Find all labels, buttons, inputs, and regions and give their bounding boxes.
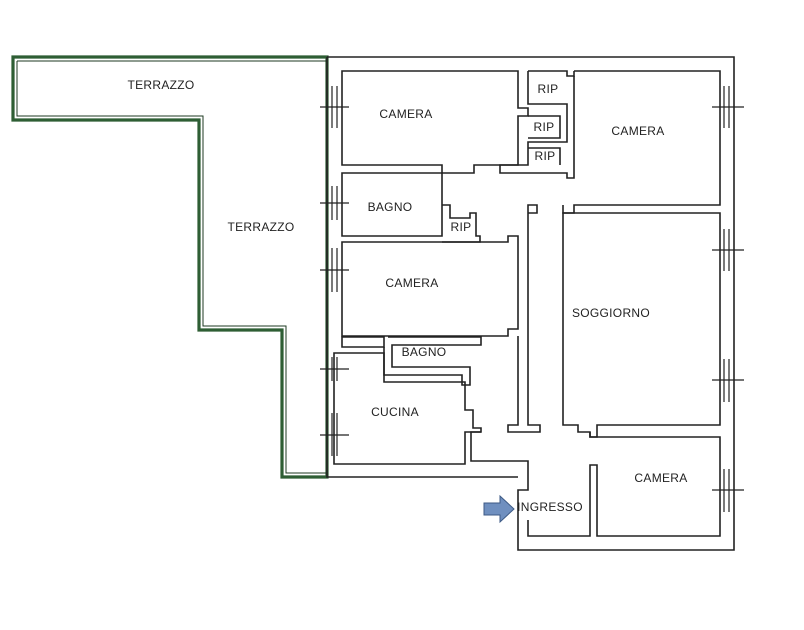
label-camera-2: CAMERA [611, 124, 664, 138]
label-terrazzo-side: TERRAZZO [227, 220, 294, 234]
label-bagno-1: BAGNO [368, 200, 413, 214]
label-rip-4: RIP [451, 220, 472, 234]
label-camera-4: CAMERA [634, 471, 687, 485]
label-rip-3: RIP [535, 149, 556, 163]
label-rip-1: RIP [538, 82, 559, 96]
label-rip-2: RIP [534, 120, 555, 134]
window-icon [320, 86, 744, 512]
label-cucina: CUCINA [371, 405, 419, 419]
label-terrazzo-top: TERRAZZO [127, 78, 194, 92]
label-soggiorno: SOGGIORNO [572, 306, 650, 320]
terrace-outline [11, 55, 329, 479]
label-camera-1: CAMERA [379, 107, 432, 121]
label-ingresso: INGRESSO [517, 500, 583, 514]
label-camera-3: CAMERA [385, 276, 438, 290]
entry-arrow-icon [483, 494, 515, 524]
outer-walls [326, 56, 735, 551]
interior-walls [333, 70, 721, 537]
label-bagno-2: BAGNO [402, 345, 447, 359]
